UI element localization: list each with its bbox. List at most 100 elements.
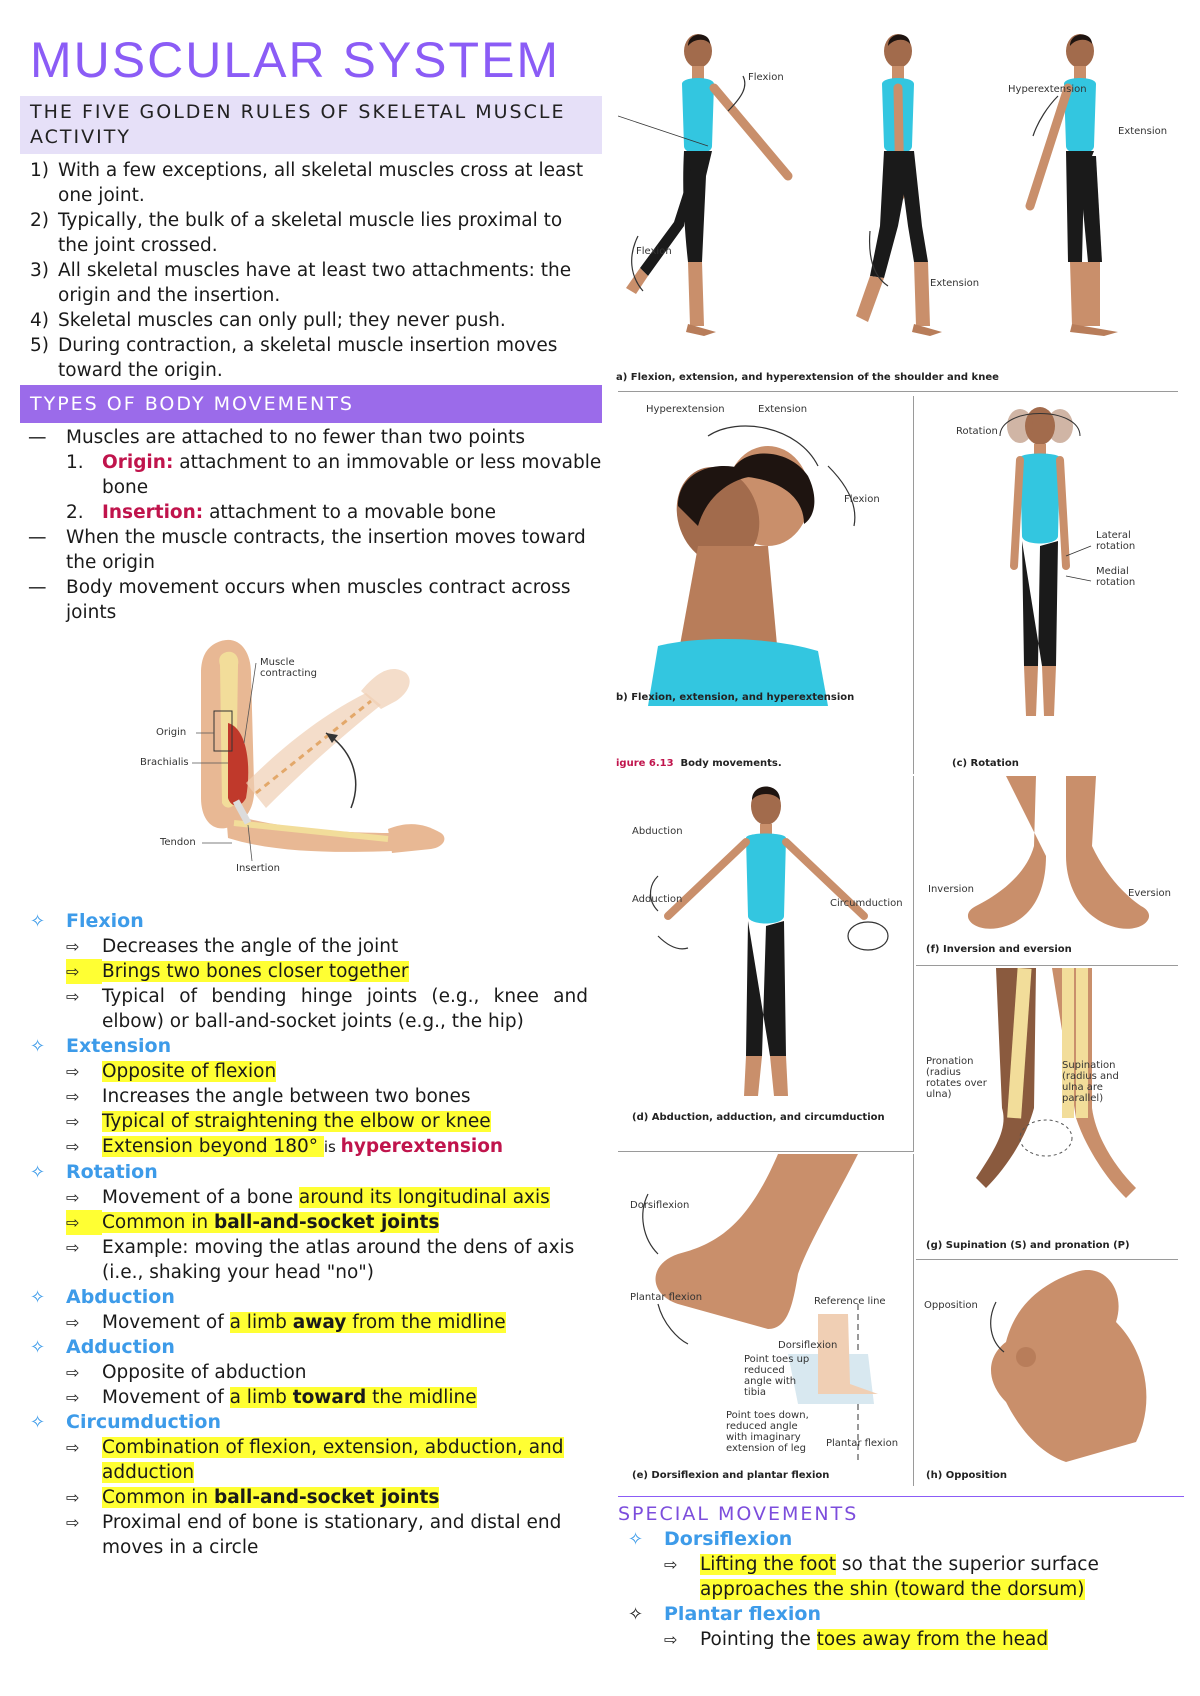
heading-extension: ✧Extension [20,1034,602,1059]
label-dorsiflexion: Dorsiflexion [630,1200,690,1211]
panel-e: Dorsiflexion Plantar flexion Reference l… [618,1154,914,1486]
movements-list: ✧Flexion ⇨Decreases the angle of the joi… [20,909,602,1560]
types-list: —Muscles are attached to no fewer than t… [20,425,602,625]
arrow-icon: ⇨ [664,1555,678,1574]
figure-dorsiflexion [642,1154,878,1464]
types-header: TYPES OF BODY MOVEMENTS [20,385,602,423]
figure-supination-pronation [976,967,1136,1198]
arrow-icon: ⇨ [66,987,80,1006]
panel-h: Opposition (h) Opposition [916,1262,1178,1486]
label-hyperextension-neck: Hyperextension [646,404,725,415]
list-item: 1)With a few exceptions, all skeletal mu… [30,160,584,206]
panel-f: Inversion Eversion (f) Inversion and eve… [916,776,1178,966]
label-origin: Origin [156,727,187,738]
label-inversion: Inversion [928,884,974,895]
label-tendon: Tendon [160,837,196,848]
arrow-icon: ⇨ [66,937,80,956]
list-item: 2)Typically, the bulk of a skeletal musc… [30,210,563,256]
list-item: ⇨Opposite of abduction [66,1362,307,1383]
arrow-icon: ⇨ [66,1062,80,1081]
label-opposition: Opposition [924,1300,978,1311]
list-item: ⇨Lifting the foot so that the superior s… [664,1554,1099,1600]
list-item: ⇨Decreases the angle of the joint [66,936,399,957]
list-item: 4)Skeletal muscles can only pull; they n… [30,310,506,331]
heading-abduction: ✧Abduction [20,1285,602,1310]
arrow-icon: ⇨ [66,1112,80,1131]
label-reference-line: Reference line [814,1296,886,1307]
label-plantar-flexion-2: Plantar flexion [826,1438,899,1449]
arm-muscle-figure: Muscle contracting Origin Brachialis Ten… [140,633,496,903]
label-plantar-flexion: Plantar flexion [630,1292,703,1303]
label-insertion: Insertion [236,863,280,874]
special-movements: SPECIAL MOVEMENTS ✧Dorsiflexion ⇨Lifting… [618,1496,1184,1652]
label-dorsiflexion-2: Dorsiflexion [778,1340,838,1351]
star-icon: ✧ [628,1529,644,1550]
list-item: ⇨Opposite of flexion [66,1061,277,1082]
label-brachialis: Brachialis [140,757,189,768]
rules-header: THE FIVE GOLDEN RULES OF SKELETAL MUSCLE… [20,96,602,154]
arrow-icon: ⇨ [66,1438,80,1457]
list-item: ⇨Combination of flexion, extension, abdu… [66,1437,564,1483]
star-icon: ✧ [30,1287,46,1308]
panel-b: Hyperextension Extension Flexion b) Flex… [616,396,914,774]
label-flexion-neck: Flexion [844,494,880,505]
arrow-icon: ⇨ [66,1137,80,1156]
list-item: ⇨Typical of bending hinge joints (e.g., … [66,986,588,1032]
list-item: ⇨Pointing the toes away from the head [664,1629,1049,1650]
list-item: ⇨Proximal end of bone is stationary, and… [66,1512,562,1558]
figure-abduction [649,786,889,1096]
list-item: ⇨Movement of a bone around its longitudi… [66,1187,550,1208]
label-supination: Supination (radius and ulna are parallel… [1062,1060,1119,1104]
label-circumduction: Circumduction [830,898,903,909]
arrow-icon: ⇨ [66,1363,80,1382]
heading-dorsiflexion: ✧Dorsiflexion [618,1527,1184,1552]
caption-g: (g) Supination (S) and pronation (P) [926,1240,1130,1251]
list-item: ⇨Movement of a limb away from the midlin… [66,1312,506,1333]
label-lateral-rotation: Lateral rotation [1096,530,1136,552]
star-icon: ✧ [30,1036,46,1057]
caption-a: a) Flexion, extension, and hyperextensio… [616,372,999,383]
arrow-icon: ⇨ [66,1488,80,1507]
list-item: ⇨Brings two bones closer together [66,959,409,984]
list-item: 3)All skeletal muscles have at least two… [30,260,572,306]
label-flexion-leg: Flexion [636,246,672,257]
label-medial-rotation: Medial rotation [1096,566,1136,588]
panel-d: Abduction Adduction Circumduction (d) Ab… [618,776,914,1152]
list-item: 1.Origin: attachment to an immovable or … [66,452,602,498]
heading-adduction: ✧Adduction [20,1335,602,1360]
panel-a: Flexion Flexion Extension Hyperextension… [616,26,1178,392]
label-abduction: Abduction [632,826,683,837]
list-item: —Body movement occurs when muscles contr… [28,577,571,623]
arrow-icon: ⇨ [66,1513,80,1532]
label-extension-neck: Extension [758,404,808,415]
origin-term: Origin: [102,452,174,473]
label-point-toes-down: Point toes down, reduced angle with imag… [726,1410,809,1454]
figure-neck-movements [648,425,856,706]
figure-inversion-eversion [967,776,1150,929]
list-item: —Muscles are attached to no fewer than t… [28,427,526,448]
arrow-icon: ⇨ [66,1238,80,1257]
left-column: MUSCULAR SYSTEM THE FIVE GOLDEN RULES OF… [20,30,602,1560]
label-extension: Extension [930,278,980,289]
caption-b: b) Flexion, extension, and hyperextensio… [616,692,855,703]
arrow-icon: ⇨ [66,959,102,984]
panel-c: Rotation Lateral rotation Medial rotatio… [916,396,1178,774]
list-item: ⇨Common in ball-and-socket joints [66,1210,440,1235]
list-item: ⇨Movement of a limb toward the midline [66,1387,477,1408]
caption-c: (c) Rotation [952,758,1019,769]
figure-rotation [999,407,1092,716]
label-flexion: Flexion [748,72,784,83]
rules-list: 1)With a few exceptions, all skeletal mu… [20,158,602,383]
caption-h: (h) Opposition [926,1470,1008,1481]
panel-g: Pronation (radius rotates over ulna) Sup… [916,967,1178,1260]
label-adduction: Adduction [632,894,683,905]
heading-rotation: ✧Rotation [20,1160,602,1185]
list-item: 2.Insertion: attachment to a movable bon… [66,502,497,523]
label-point-toes-up: Point toes up reduced angle with tibia [744,1354,810,1398]
page-title: MUSCULAR SYSTEM [30,32,561,88]
label-eversion: Eversion [1128,888,1171,899]
list-item: ⇨Typical of straightening the elbow or k… [66,1111,491,1132]
arrow-icon: ⇨ [66,1388,80,1407]
star-icon: ✧ [628,1604,644,1625]
list-item: 5)During contraction, a skeletal muscle … [30,335,558,381]
